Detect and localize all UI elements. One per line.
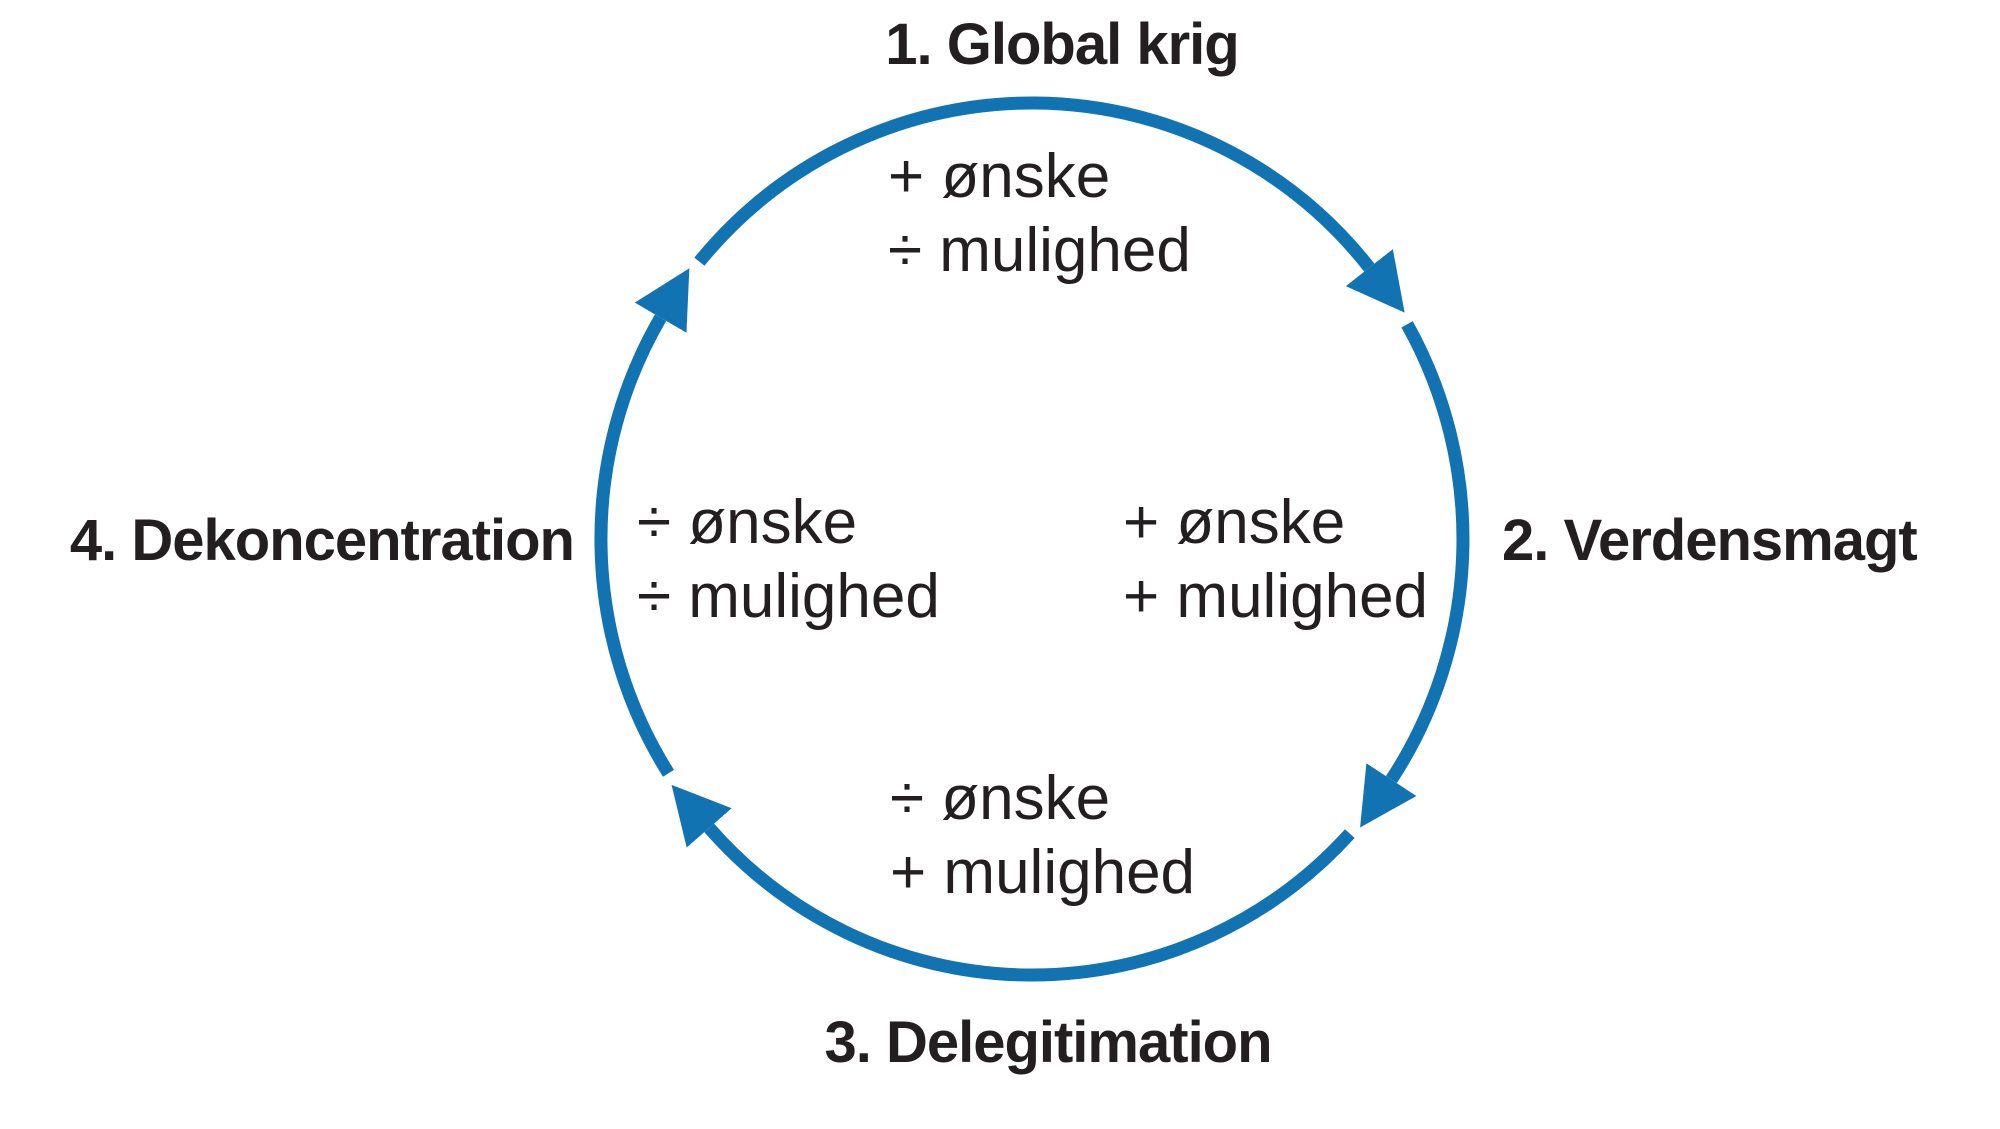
note-line: ÷ ønske	[890, 764, 1111, 833]
stage-label-verdensmagt: 2. Verdensmagt	[1502, 508, 1918, 573]
note-right: + ønske + mulighed	[1123, 486, 1428, 634]
note-line: + ønske	[1123, 488, 1346, 557]
note-line: + ønske	[888, 142, 1111, 211]
note-line: ÷ ønske	[637, 488, 858, 557]
note-line: ÷ mulighed	[888, 216, 1191, 285]
cycle-arc-bottom	[671, 784, 1355, 982]
cycle-arc-top	[694, 96, 1405, 313]
cycle-arc-right	[1360, 321, 1470, 828]
stage-label-dekoncentration: 4. Dekoncentration	[69, 508, 575, 573]
note-left: ÷ ønske ÷ mulighed	[637, 486, 940, 634]
stage-label-delegitimation: 3. Delegitimation	[824, 1010, 1272, 1075]
note-line: ÷ mulighed	[637, 562, 940, 631]
note-line: + mulighed	[890, 838, 1196, 907]
note-top: + ønske ÷ mulighed	[888, 140, 1191, 288]
stage-label-global-krig: 1. Global krig	[885, 12, 1239, 77]
cycle-arc-left	[594, 268, 690, 777]
note-line: + mulighed	[1123, 562, 1429, 631]
note-bottom: ÷ ønske + mulighed	[890, 762, 1195, 910]
